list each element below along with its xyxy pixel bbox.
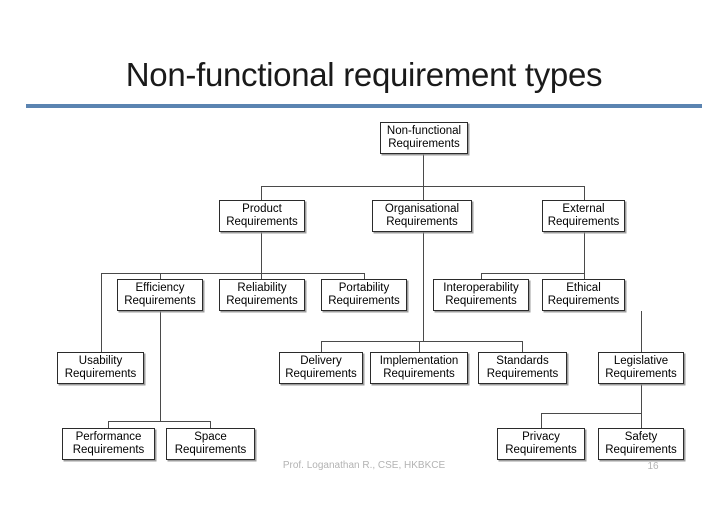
node-external-requirements[interactable]: External Requirements: [542, 200, 625, 232]
node-label-line1: Legislative: [613, 354, 669, 367]
node-label-line2: Requirements: [72, 444, 145, 456]
node-label-line2: Requirements: [547, 216, 620, 228]
node-label-line2: Requirements: [328, 295, 400, 307]
node-label-line1: Organisational: [384, 202, 460, 215]
connector-efficiency-bar: [108, 421, 211, 422]
slide-page-number: 16: [647, 461, 659, 472]
node-non-functional-requirements[interactable]: Non-functional Requirements: [380, 122, 468, 154]
node-interoperability-requirements[interactable]: Interoperability Requirements: [433, 279, 529, 311]
node-legislative-requirements[interactable]: Legislative Requirements: [598, 352, 684, 384]
connector-product-stem: [261, 232, 262, 273]
node-label-line2: Requirements: [64, 368, 137, 380]
node-label-line2: Requirements: [605, 444, 677, 456]
connector-to-external: [584, 186, 585, 200]
connector-legislative-stem: [641, 384, 642, 421]
connector-organisational-bar: [321, 341, 523, 342]
connector-to-space: [210, 421, 211, 428]
node-label-line1: Non-functional: [386, 124, 462, 137]
connector-to-portability: [364, 273, 365, 279]
node-standards-requirements[interactable]: Standards Requirements: [478, 352, 567, 384]
node-label-line1: Reliability: [237, 281, 287, 294]
node-label-line2: Requirements: [486, 368, 559, 380]
connector-to-standards: [522, 341, 523, 352]
title-divider: [26, 104, 702, 108]
node-label-line1: Standards: [496, 354, 549, 367]
node-label-line1: Space: [194, 430, 227, 443]
node-label-line2: Requirements: [174, 444, 247, 456]
node-delivery-requirements[interactable]: Delivery Requirements: [279, 352, 363, 384]
node-label-line1: Delivery: [300, 354, 342, 367]
node-safety-requirements[interactable]: Safety Requirements: [598, 428, 684, 460]
node-label-line1: Privacy: [522, 430, 560, 443]
node-portability-requirements[interactable]: Portability Requirements: [321, 279, 407, 311]
connector-product-bar: [101, 273, 364, 274]
node-privacy-requirements[interactable]: Privacy Requirements: [497, 428, 585, 460]
connector-to-interoperability: [481, 273, 482, 279]
connector-to-efficiency: [160, 273, 161, 279]
node-implementation-requirements[interactable]: Implementation Requirements: [370, 352, 468, 384]
connector-legislative-bar: [541, 413, 641, 414]
node-label-line1: Implementation: [379, 354, 459, 367]
node-label-line2: Requirements: [383, 368, 455, 380]
connector-ethical-stem: [641, 311, 642, 352]
connector-organisational-stem: [423, 232, 424, 341]
connector-root-stem: [423, 154, 424, 186]
connector-to-reliability: [261, 273, 262, 279]
page-title: Non-functional requirement types: [125, 56, 603, 93]
node-label-line2: Requirements: [605, 368, 677, 380]
node-label-line2: Requirements: [547, 295, 620, 307]
connector-to-privacy: [541, 413, 542, 428]
node-label-line1: External: [562, 202, 605, 215]
connector-to-product: [261, 186, 262, 200]
node-product-requirements[interactable]: Product Requirements: [219, 200, 305, 232]
footer-credit: Prof. Loganathan R., CSE, HKBKCE: [282, 460, 446, 471]
node-performance-requirements[interactable]: Performance Requirements: [62, 428, 155, 460]
node-space-requirements[interactable]: Space Requirements: [166, 428, 255, 460]
node-organisational-requirements[interactable]: Organisational Requirements: [372, 200, 472, 232]
node-label-line2: Requirements: [285, 368, 357, 380]
node-ethical-requirements[interactable]: Ethical Requirements: [542, 279, 625, 311]
node-label-line1: Portability: [338, 281, 390, 294]
connector-efficiency-stem: [160, 311, 161, 421]
node-label-line1: Product: [242, 202, 282, 215]
node-label-line2: Requirements: [226, 216, 298, 228]
connector-external-stem: [584, 232, 585, 273]
node-label-line1: Efficiency: [135, 281, 185, 294]
node-label-line1: Interoperability: [443, 281, 519, 294]
node-efficiency-requirements[interactable]: Efficiency Requirements: [117, 279, 203, 311]
connector-level1-bar: [261, 186, 584, 187]
node-label-line2: Requirements: [124, 295, 196, 307]
connector-to-performance: [108, 421, 109, 428]
connector-to-usability: [101, 273, 102, 352]
node-label-line1: Usability: [78, 354, 123, 367]
node-label-line2: Requirements: [386, 216, 458, 228]
node-label-line2: Requirements: [445, 295, 517, 307]
node-label-line2: Requirements: [388, 138, 460, 150]
connector-to-implementation: [419, 341, 420, 352]
node-reliability-requirements[interactable]: Reliability Requirements: [219, 279, 305, 311]
connector-external-bar: [481, 273, 584, 274]
node-label-line1: Ethical: [566, 281, 601, 294]
node-label-line2: Requirements: [505, 444, 577, 456]
node-label-line2: Requirements: [226, 295, 298, 307]
node-label-line1: Performance: [75, 430, 142, 443]
connector-to-safety: [641, 413, 642, 428]
connector-to-delivery: [321, 341, 322, 352]
node-usability-requirements[interactable]: Usability Requirements: [57, 352, 144, 384]
connector-to-ethical: [584, 273, 585, 279]
connector-to-organisational: [423, 186, 424, 200]
node-label-line1: Safety: [624, 430, 658, 443]
